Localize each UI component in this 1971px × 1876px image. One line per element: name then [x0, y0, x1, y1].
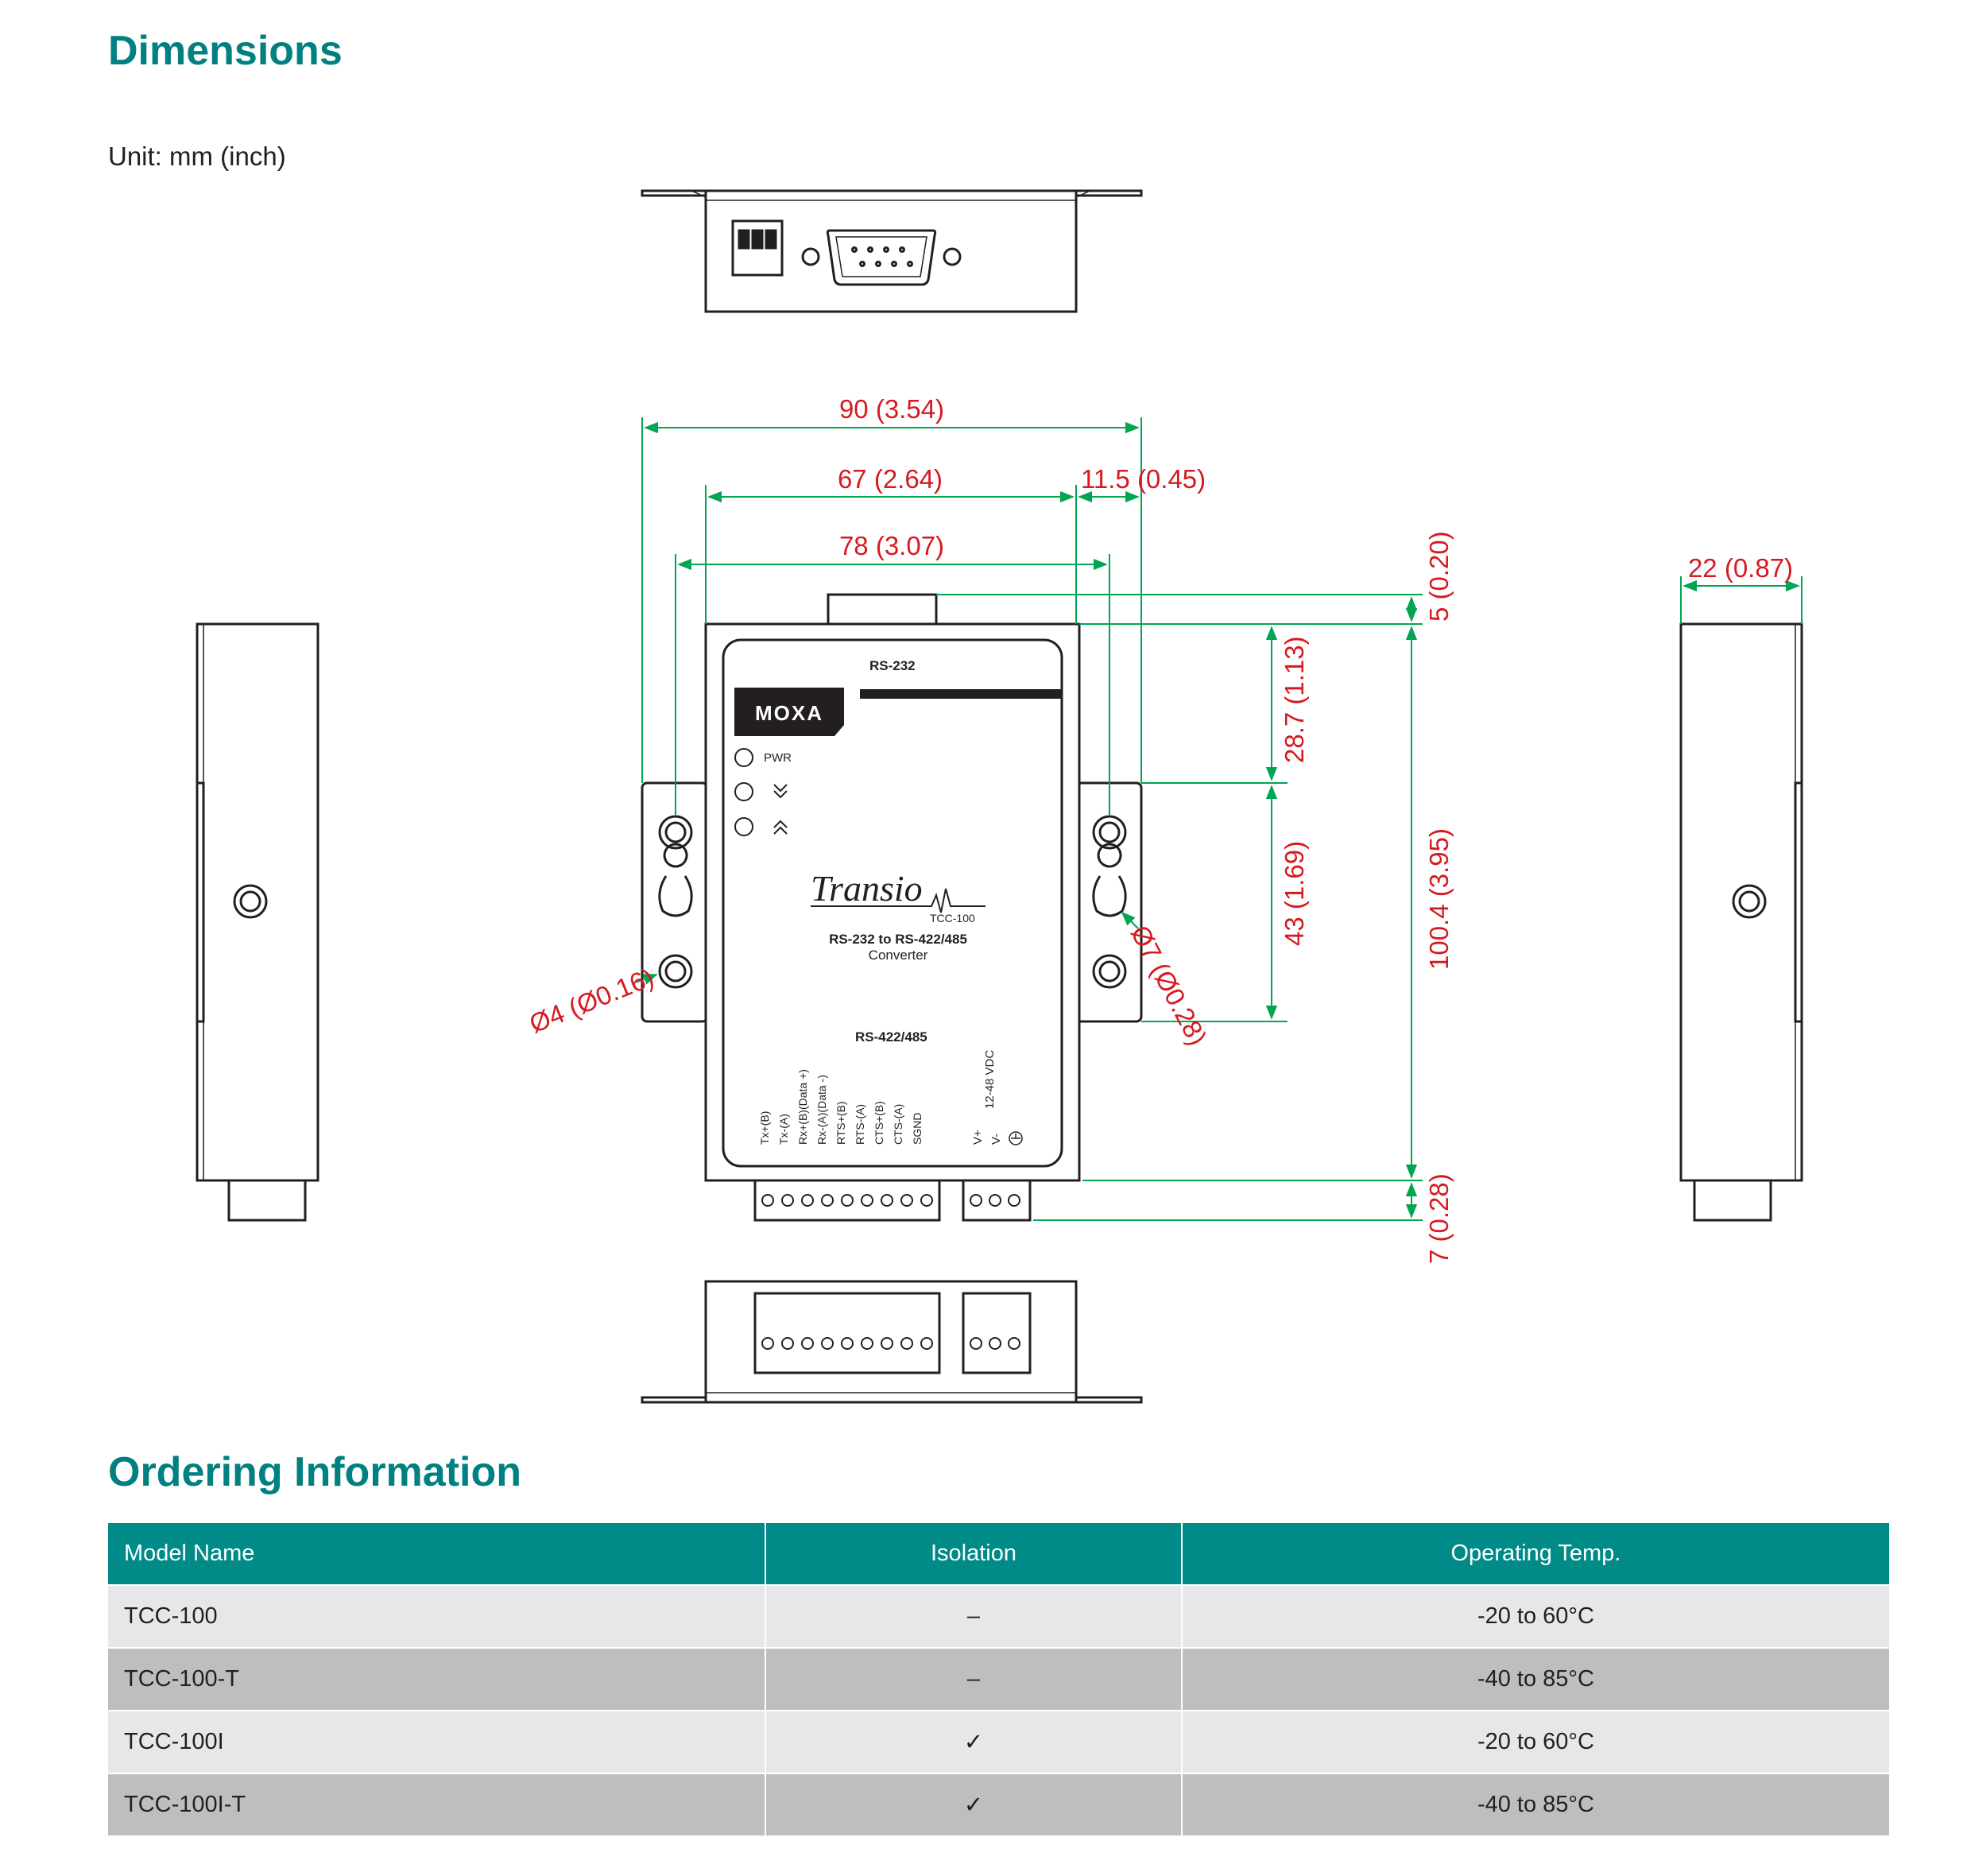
- terminal-dot: [920, 1194, 933, 1207]
- header-operating-temp: Operating Temp.: [1181, 1523, 1889, 1585]
- model-name: TCC-100I: [108, 1710, 766, 1773]
- terminal-dot: [970, 1337, 982, 1350]
- dim-depth: 22 (0.87): [1688, 553, 1793, 583]
- table-row: TCC-100I-T ✓ -40 to 85°C: [108, 1773, 1889, 1835]
- bottom-view: [641, 1280, 1143, 1404]
- terminal-dot: [861, 1337, 873, 1350]
- table-row: TCC-100 – -20 to 60°C: [108, 1584, 1889, 1648]
- terminal-dot: [841, 1194, 854, 1207]
- terminal-dot: [821, 1194, 834, 1207]
- unit-note: Unit: mm (inch): [108, 141, 286, 171]
- terminal-dot: [801, 1194, 814, 1207]
- led-pwr-label: PWR: [764, 751, 792, 765]
- table-row: TCC-100I ✓ -20 to 60°C: [108, 1710, 1889, 1773]
- dim-width-total: 90 (3.54): [839, 394, 944, 424]
- terminal-dot: [881, 1194, 893, 1207]
- model-name: TCC-100-T: [108, 1647, 766, 1711]
- pin-label: Rx+(B)(Data +): [796, 1069, 809, 1145]
- brand-label: MOXA: [755, 701, 823, 725]
- terminal-dot: [801, 1337, 814, 1350]
- product-model: TCC-100: [930, 912, 975, 924]
- moxa-logo: [734, 688, 844, 736]
- terminal-dot: [861, 1194, 873, 1207]
- terminal-dot: [781, 1337, 794, 1350]
- dimensions-heading: Dimensions: [108, 28, 343, 74]
- terminal-dot: [900, 1337, 913, 1350]
- dim-body-width: 67 (2.64): [838, 464, 943, 494]
- terminal-dot: [1008, 1337, 1020, 1350]
- dimension-lines: [635, 417, 1803, 1221]
- right-side-view: [1679, 622, 1803, 1222]
- product-name: Transio: [811, 868, 923, 909]
- dim-hole-spacing: 78 (3.07): [839, 531, 944, 560]
- terminal-dot: [781, 1194, 794, 1207]
- dim-bottom-connector: 7 (0.28): [1424, 1173, 1454, 1264]
- dim-top-connector: 5 (0.20): [1424, 531, 1454, 622]
- pin-label: Tx+(B): [758, 1111, 771, 1145]
- terminal-dot: [920, 1337, 933, 1350]
- terminal-dots: [761, 1194, 1020, 1350]
- pin-label: SGND: [911, 1113, 924, 1145]
- isolation: ✓: [765, 1710, 1183, 1773]
- terminal-dot: [821, 1337, 834, 1350]
- left-side-view: [196, 622, 319, 1222]
- pin-label: CTS+(B): [873, 1101, 885, 1145]
- terminal-dot: [881, 1337, 893, 1350]
- table-row: TCC-100-T – -40 to 85°C: [108, 1647, 1889, 1711]
- header-isolation: Isolation: [765, 1523, 1183, 1585]
- product-desc-2: Converter: [869, 948, 928, 963]
- pin-label: CTS-(A): [892, 1104, 904, 1145]
- pin-labels: Tx+(B) Tx-(A) Rx+(B)(Data +) Rx-(A)(Data -)…: [758, 1069, 924, 1145]
- dim-body-height: 100.4 (3.95): [1424, 828, 1454, 970]
- terminal-dot: [1008, 1194, 1020, 1207]
- port-top-label: RS-232: [869, 658, 916, 673]
- ordering-table: Model Name Isolation Operating Temp. TCC…: [108, 1523, 1889, 1835]
- ground-icon: [1009, 1131, 1023, 1145]
- dim-upper-height: 28.7 (1.13): [1280, 636, 1309, 763]
- isolation: ✓: [765, 1773, 1183, 1835]
- dim-ear-offset: 11.5 (0.45): [1081, 464, 1206, 494]
- operating-temp: -40 to 85°C: [1181, 1647, 1889, 1711]
- pin-label: RTS+(B): [834, 1101, 847, 1145]
- ordering-heading: Ordering Information: [108, 1449, 521, 1495]
- terminal-dot: [761, 1337, 774, 1350]
- terminal-dot: [841, 1337, 854, 1350]
- pin-label: Tx-(A): [777, 1114, 790, 1145]
- terminal-dot: [989, 1194, 1001, 1207]
- product-desc-1: RS-232 to RS-422/485: [829, 932, 967, 947]
- operating-temp: -20 to 60°C: [1181, 1584, 1889, 1648]
- operating-temp: -40 to 85°C: [1181, 1773, 1889, 1835]
- isolation: –: [765, 1584, 1183, 1648]
- port-bottom-label: RS-422/485: [855, 1029, 927, 1045]
- pin-label: Rx-(A)(Data -): [815, 1075, 828, 1145]
- terminal-dot: [970, 1194, 982, 1207]
- table-header-row: Model Name Isolation Operating Temp.: [108, 1523, 1889, 1585]
- top-view: [641, 189, 1143, 313]
- terminal-dot: [761, 1194, 774, 1207]
- operating-temp: -20 to 60°C: [1181, 1710, 1889, 1773]
- dimension-drawing: MOXA RS-232 PWR Transio TCC-100 RS-232 t…: [196, 189, 1803, 1404]
- dim-hole-pitch: 43 (1.69): [1280, 841, 1309, 946]
- terminal-dot: [900, 1194, 913, 1207]
- power-label: 12-48 VDC: [983, 1050, 997, 1109]
- header-model-name: Model Name: [108, 1523, 766, 1585]
- power-pin-plus: V+: [971, 1130, 985, 1145]
- terminal-dot: [989, 1337, 1001, 1350]
- model-name: TCC-100: [108, 1584, 766, 1648]
- isolation: –: [765, 1647, 1183, 1711]
- dim-hole-small: Ø4 (Ø0.16): [525, 962, 658, 1038]
- power-pin-minus: V-: [989, 1134, 1003, 1145]
- pin-label: RTS-(A): [854, 1104, 866, 1145]
- model-name: TCC-100I-T: [108, 1773, 766, 1835]
